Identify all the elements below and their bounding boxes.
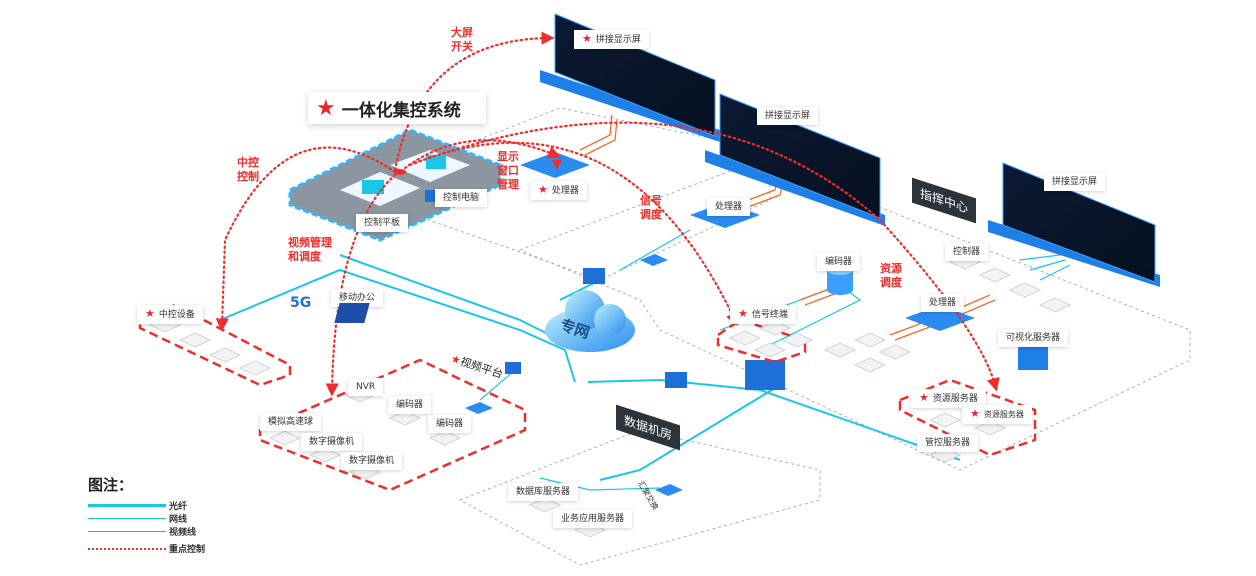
star-icon: ★: [316, 95, 336, 121]
core-switch: [745, 360, 785, 390]
star-icon: ★: [970, 407, 980, 420]
arrow-display-window: [403, 139, 562, 170]
video-wall-3: [988, 162, 1160, 287]
network-line: [1019, 254, 1071, 281]
label-visual-server: 可视化服务器: [998, 329, 1069, 347]
label-resource-server-2: ★资源服务器: [962, 405, 1032, 424]
star-icon: ★: [919, 391, 929, 404]
label-control-tablet: 控制平板: [356, 214, 409, 232]
label-resource-server-1: ★资源服务器: [911, 389, 986, 408]
key-control-swatch: [88, 547, 166, 550]
laptop-icon: [334, 303, 370, 323]
group-central-devices: [138, 303, 292, 387]
label-db-server: 数据库服务器: [508, 483, 579, 501]
arrow-central-control: [215, 146, 397, 332]
zone-data-room-outline: [458, 429, 821, 566]
legend-item-video: 视频线: [88, 525, 205, 538]
annotation-screen-switch: 大屏开关: [451, 26, 473, 53]
star-icon: ★: [738, 307, 748, 320]
annotation-display-window: 显示窗口管理: [497, 150, 519, 191]
star-icon: ★: [145, 307, 155, 320]
network-line: [619, 229, 691, 271]
label-mobile-office: 移动办公: [331, 289, 384, 307]
5g-icon: 5G: [290, 295, 312, 311]
control-arrows: [215, 31, 1000, 397]
group-signal-terminal: [716, 318, 807, 364]
legend-title: 图注：: [88, 476, 134, 494]
private-network-cloud: [545, 290, 635, 352]
annotation-central-control: 中控控制: [237, 156, 259, 183]
label-signal-terminal: ★信号终端: [730, 305, 796, 324]
network-line: [539, 477, 661, 491]
label-encoder-center: 编码器: [817, 253, 861, 271]
network-lines: [219, 229, 1071, 491]
star-icon: ★: [582, 32, 592, 45]
arrow-video-mgmt: [325, 173, 397, 397]
label-processor-right: 处理器: [921, 294, 965, 312]
label-central-devices: ★中控设备: [137, 305, 203, 324]
label-nvr: NVR: [348, 378, 384, 396]
label-mgmt-server: 管控服务器: [917, 434, 979, 452]
label-screen-2: 拼接显示屏: [757, 107, 819, 125]
legend-item-key-control: 重点控制: [88, 542, 205, 555]
fiber-swatch: [88, 504, 166, 507]
legend: 图注： 光纤 网线 视频线 重点控制: [88, 474, 205, 555]
label-processor-main: ★处理器: [530, 181, 587, 200]
group-resource-servers: [898, 378, 1037, 457]
group-video-platform: [258, 358, 527, 492]
label-screen-3: 拼接显示屏: [1044, 173, 1106, 191]
tablet-icon: [362, 180, 384, 194]
legend-item-network: 网线: [88, 512, 205, 525]
label-controller: 控制器: [945, 243, 989, 261]
processor-main: [520, 152, 590, 178]
zone-command-outline: [518, 159, 1191, 471]
label-analog-dome: 模拟高速球: [260, 413, 322, 431]
small-switches: [465, 254, 683, 496]
arrow-resource-dispatch: [413, 121, 1000, 392]
fiber-line: [219, 268, 576, 383]
arrow-signal-dispatch: [408, 141, 739, 326]
visual-server-box: [1018, 345, 1048, 370]
control-hub-dot: [394, 169, 406, 175]
fiber-line: [599, 384, 781, 481]
label-digital-camera-2: 数字摄像机: [341, 452, 403, 470]
annotation-resource-dispatch: 资源调度: [880, 262, 902, 289]
label-processor-mid: 处理器: [707, 198, 751, 216]
label-digital-camera-1: 数字摄像机: [301, 433, 363, 451]
network-swatch: [88, 518, 166, 519]
label-screen-1: ★拼接显示屏: [574, 30, 649, 49]
label-control-pc: 控制电脑: [435, 189, 488, 207]
annotation-video-mgmt: 视频管理和调度: [288, 236, 332, 263]
legend-item-fiber: 光纤: [88, 499, 205, 512]
label-app-server: 业务应用服务器: [553, 510, 633, 528]
annotation-signal-dispatch: 信号调度: [640, 194, 662, 221]
control-platform: [288, 128, 502, 242]
label-encoder-2: 编码器: [428, 415, 472, 433]
video-swatch: [88, 531, 166, 532]
system-title: ★ 一体化集控系统: [308, 92, 486, 124]
highlight-groups: [138, 303, 1037, 492]
network-line: [479, 369, 516, 401]
fiber-line: [587, 378, 961, 461]
arrow-screen-switch: [393, 31, 555, 172]
label-encoder-1: 编码器: [388, 396, 432, 414]
star-icon: ★: [538, 183, 548, 196]
